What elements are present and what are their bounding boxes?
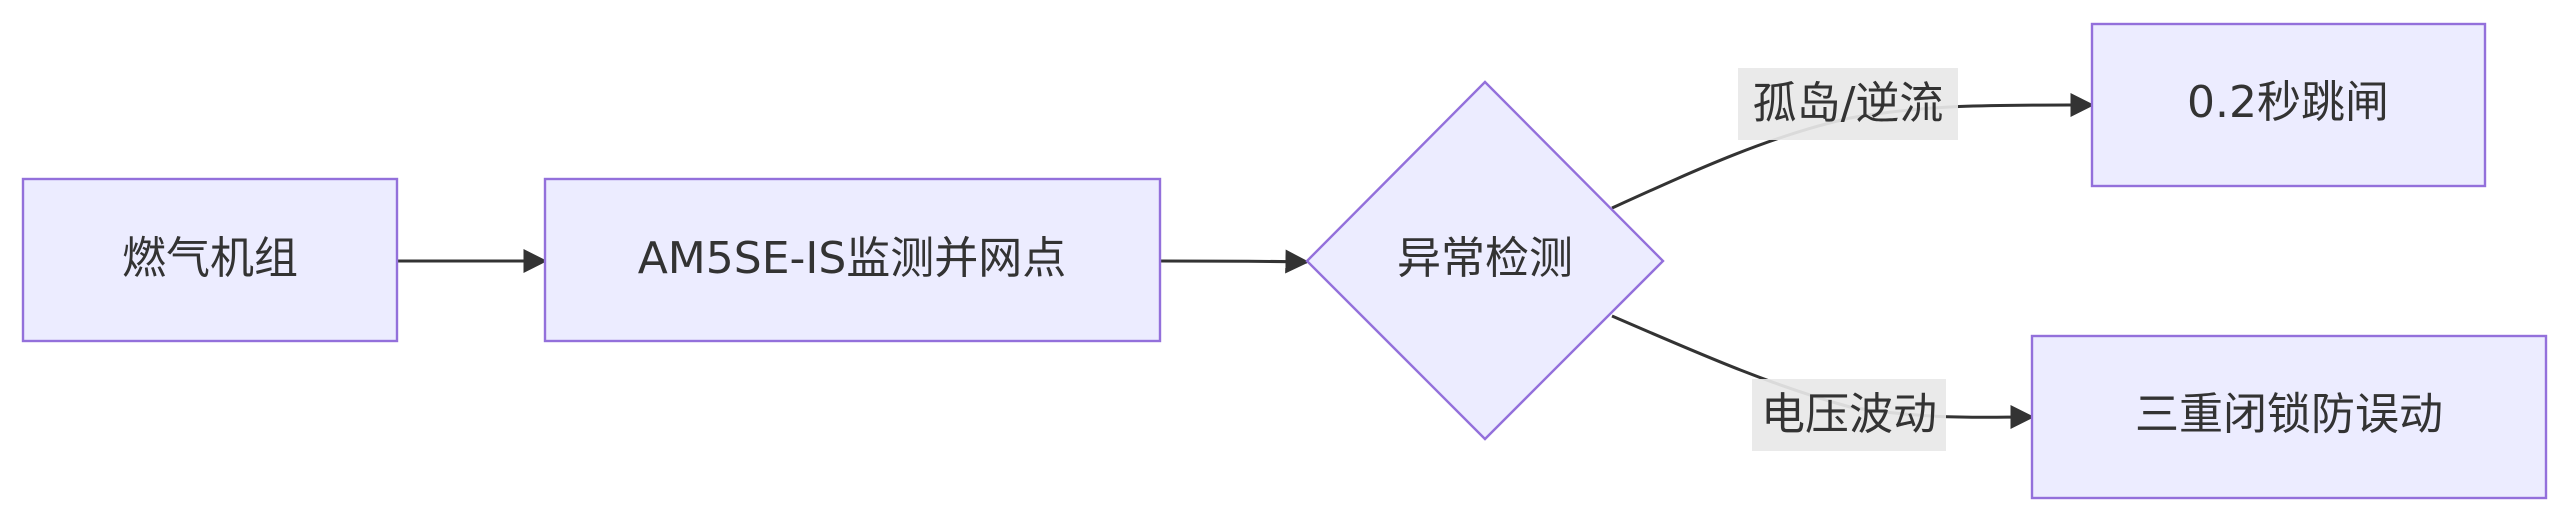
edge-label-islanding: 孤岛/逆流 bbox=[1738, 68, 1958, 140]
node-monitor-label: AM5SE-IS监测并网点 bbox=[638, 233, 1067, 284]
node-anomaly-decision: 异常检测 bbox=[1305, 80, 1665, 441]
node-anomaly-label: 异常检测 bbox=[1397, 233, 1573, 284]
node-interlock: 三重闭锁防误动 bbox=[2030, 334, 2548, 500]
node-trip: 0.2秒跳闸 bbox=[2090, 22, 2487, 188]
node-gas-turbine-label: 燃气机组 bbox=[122, 233, 298, 284]
node-monitor: AM5SE-IS监测并网点 bbox=[543, 177, 1162, 343]
node-gas-turbine: 燃气机组 bbox=[21, 177, 399, 343]
edge-label-islanding-text: 孤岛/逆流 bbox=[1753, 78, 1944, 129]
edge-monitor-to-anomaly bbox=[1159, 249, 1310, 274]
node-interlock-label: 三重闭锁防误动 bbox=[2135, 389, 2443, 440]
edge-label-voltage: 电压波动 bbox=[1752, 379, 1946, 451]
node-trip-label: 0.2秒跳闸 bbox=[2187, 77, 2389, 128]
edge-label-voltage-text: 电压波动 bbox=[1761, 389, 1937, 440]
